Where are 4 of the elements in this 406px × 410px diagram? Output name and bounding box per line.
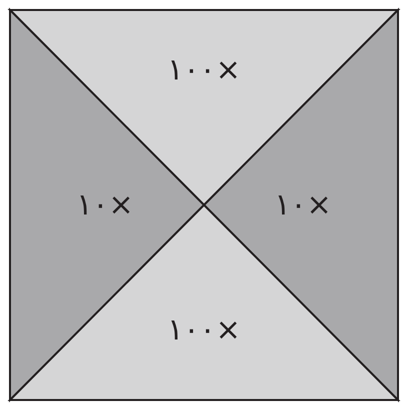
multiplier-label: ۱۰۰× (167, 312, 241, 348)
multiplier-label: ۱۰× (76, 188, 134, 222)
multiplier-label: ۱۰۰× (167, 52, 241, 88)
multiplier-label: ۱۰× (274, 188, 332, 222)
